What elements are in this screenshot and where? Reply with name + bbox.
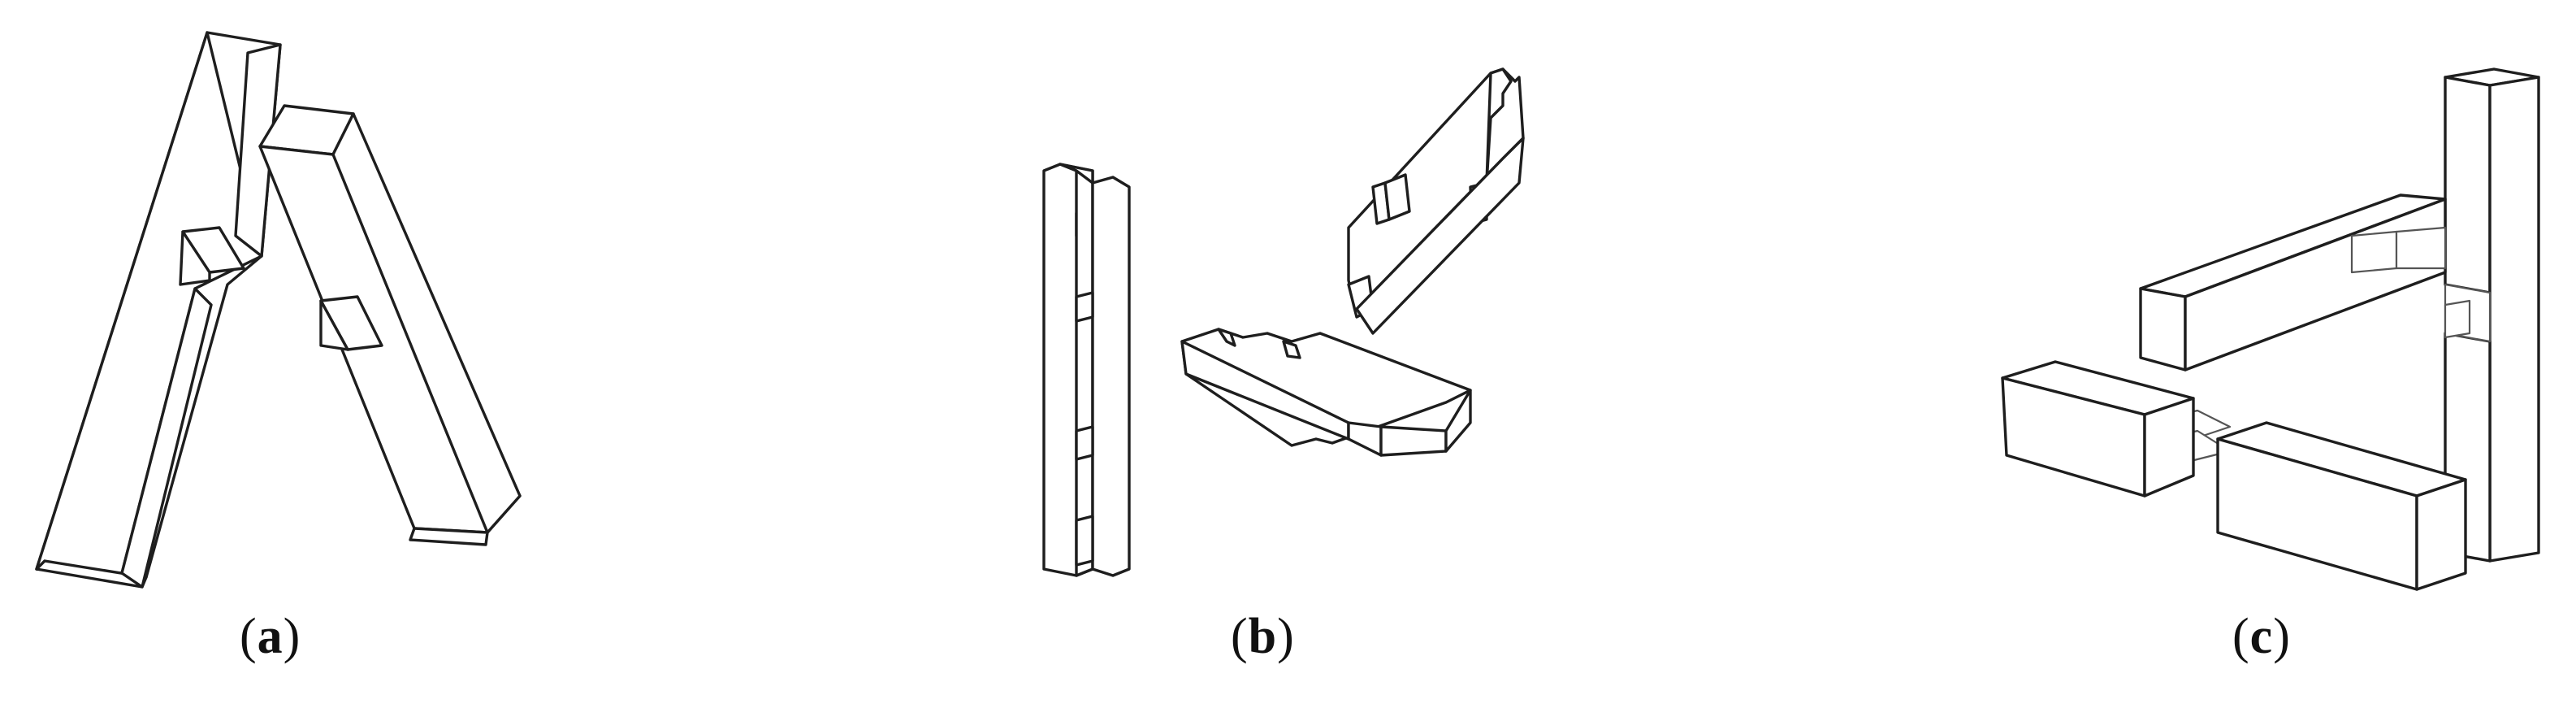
post-notch	[2444, 299, 2471, 339]
vertical-plank	[1042, 163, 1131, 577]
caption-b: (b)	[1231, 609, 1295, 664]
left-beam-notch	[179, 226, 245, 286]
panel-c-drawing	[2001, 67, 2540, 591]
left-beam	[35, 31, 282, 589]
caption-c: (c)	[2232, 609, 2291, 664]
left-beam-c	[2001, 360, 2195, 498]
front-beam-c	[2216, 421, 2467, 591]
horizontal-plank	[1180, 328, 1472, 457]
right-beam-notch	[319, 295, 383, 351]
caption-a: (a)	[240, 609, 301, 664]
right-beam	[258, 104, 522, 546]
vertical-post	[2444, 67, 2540, 563]
upper-beam	[2139, 193, 2447, 372]
angled-plank	[1347, 67, 1525, 335]
panel-b-drawing	[1042, 67, 1525, 577]
panel-a-drawing	[35, 31, 522, 589]
